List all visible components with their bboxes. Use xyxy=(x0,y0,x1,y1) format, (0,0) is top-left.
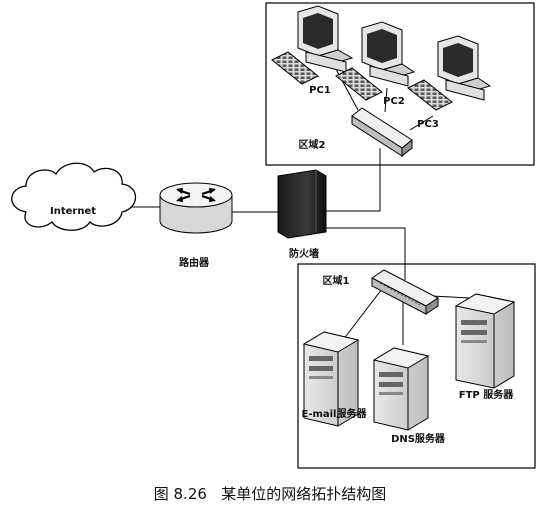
email-server-label: E-mail服务器 xyxy=(301,407,367,420)
router-icon xyxy=(159,182,233,234)
switch-zone2-icon xyxy=(351,107,413,158)
ftp-server-label: FTP 服务器 xyxy=(459,388,514,401)
internet-label: Internet xyxy=(50,206,96,217)
zone1-label: 区域1 xyxy=(323,274,350,287)
ftp-server-icon xyxy=(454,293,516,389)
pc2-computer-icon xyxy=(335,21,416,101)
zone1-boundary xyxy=(297,263,536,469)
connection-lines xyxy=(128,57,471,345)
router-label: 路由器 xyxy=(179,256,210,269)
pc2-label: PC2 xyxy=(383,96,405,107)
pc1-computer-icon xyxy=(271,5,354,85)
switch-zone1-icon xyxy=(371,269,439,315)
internet-cloud-icon xyxy=(11,162,137,231)
dns-server-icon xyxy=(372,347,430,431)
zone2-boundary xyxy=(265,2,535,166)
firewall-label: 防火墙 xyxy=(289,247,319,260)
firewall-icon xyxy=(277,169,327,239)
email-server-icon xyxy=(302,331,360,427)
figure-caption: 图 8.26 某单位的网络拓扑结构图 xyxy=(154,485,386,503)
dns-server-label: DNS服务器 xyxy=(391,432,446,445)
pc3-computer-icon xyxy=(407,35,492,111)
zone2-label: 区域2 xyxy=(299,138,326,151)
pc3-label: PC3 xyxy=(417,119,439,130)
pc1-label: PC1 xyxy=(309,85,331,96)
